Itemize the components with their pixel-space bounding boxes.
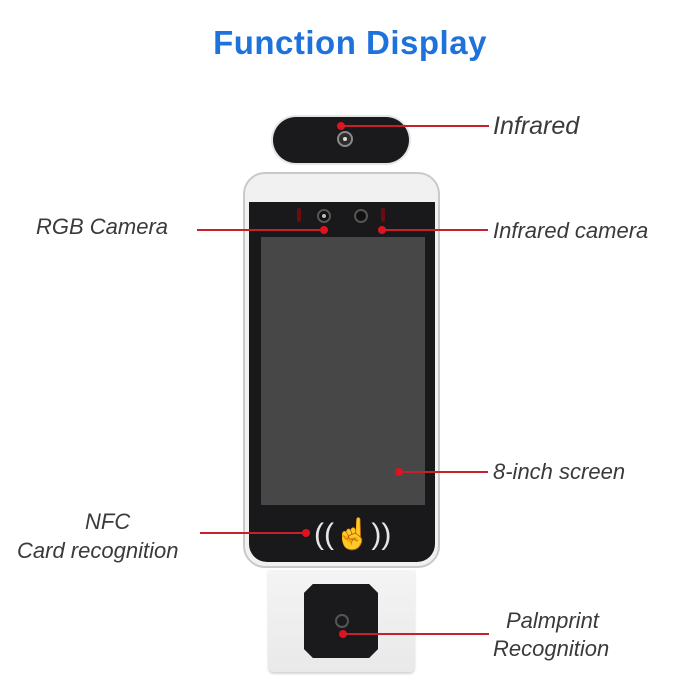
palmprint-label-line1: Palmprint xyxy=(506,608,599,633)
nfc-label-line1: NFC xyxy=(85,509,131,534)
rgb-camera-callout-dot xyxy=(320,226,328,234)
nfc-label-line2: Card recognition xyxy=(17,538,179,563)
infrared-camera-icon xyxy=(354,209,368,223)
nfc-icon: ((☝)) xyxy=(314,518,392,551)
ir-led-right xyxy=(381,208,385,222)
page-title: Function Display xyxy=(213,24,487,61)
infrared-label: Infrared xyxy=(493,112,580,140)
palmprint-label-line2: Recognition xyxy=(493,636,610,661)
screen-callout-line xyxy=(399,471,488,473)
palmprint-lens-icon xyxy=(335,614,349,628)
rgb-camera-callout-line xyxy=(197,229,324,231)
infrared-callout-line xyxy=(341,125,489,127)
ir-led-left xyxy=(297,208,301,222)
nfc-callout-line xyxy=(200,532,306,534)
screen-label: 8-inch screen xyxy=(493,459,626,484)
palmprint-callout-line xyxy=(343,633,489,635)
infrared-lens-icon xyxy=(337,131,353,147)
rgb-camera-icon xyxy=(317,209,331,223)
infrared-camera-callout-line xyxy=(382,229,488,231)
infrared-camera-label: Infrared camera xyxy=(493,218,649,243)
nfc-callout-dot xyxy=(302,529,310,537)
device-screen xyxy=(261,237,425,505)
rgb-camera-label: RGB Camera xyxy=(36,214,169,239)
